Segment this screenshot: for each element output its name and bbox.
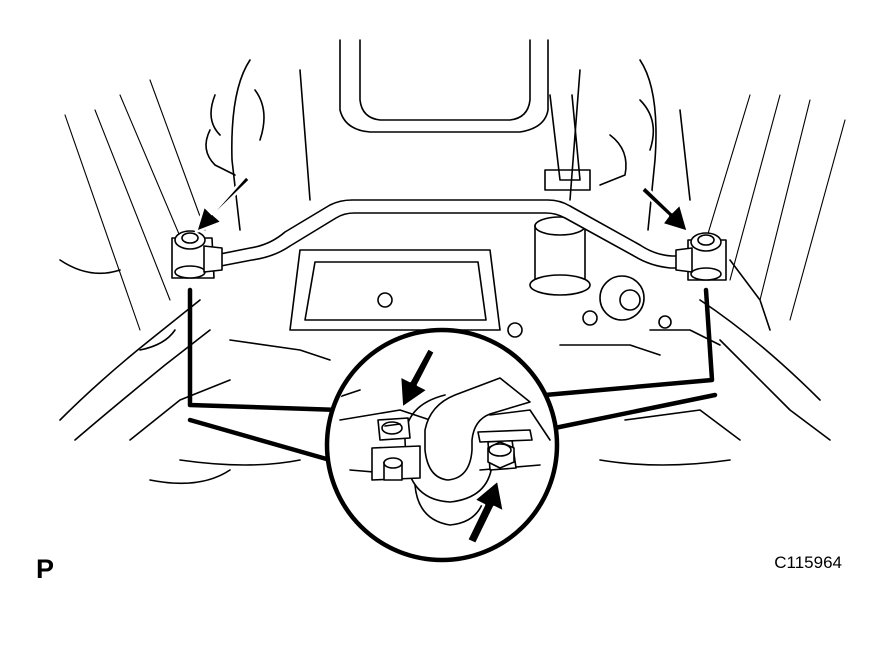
left-bushing-bracket [171,230,223,279]
right-bushing-bracket [675,232,727,281]
arrow-icon [194,174,252,234]
arrow-icon [639,184,690,234]
detail-circle [324,327,560,563]
background-structure [59,39,846,485]
arrow-icon [465,478,506,546]
figure-code: C115964 [774,553,842,572]
stabilizer-bar [199,199,701,271]
detail-callout-frame [187,287,718,463]
view-letter: P [36,554,55,584]
arrow-icon [398,346,437,410]
